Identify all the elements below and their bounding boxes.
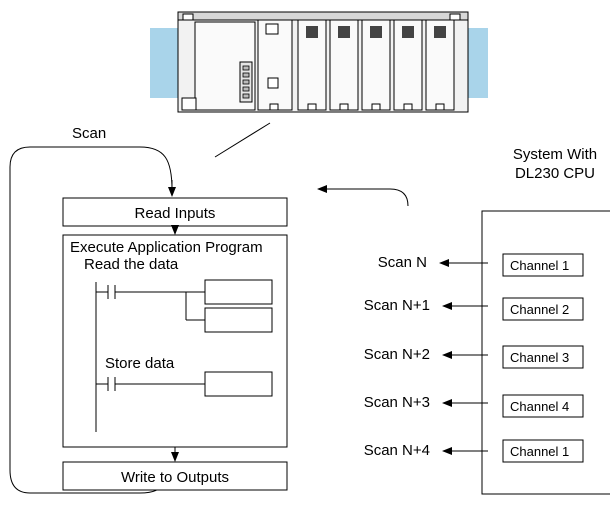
execute-program-title: Execute Application Program	[70, 239, 263, 256]
read-inputs-box	[62, 197, 288, 227]
write-outputs-label: Write to Outputs	[121, 469, 229, 486]
plc-rack-image	[150, 11, 488, 113]
scan-row-2: Scan N+1 Channel 2	[364, 297, 584, 321]
scan-label-3: Scan N+2	[364, 346, 430, 363]
read-inputs-label: Read Inputs	[135, 205, 216, 222]
store-data-label: Store data	[105, 355, 175, 372]
system-label-line1: System With	[513, 146, 597, 163]
channel-label-2: Channel 2	[510, 302, 569, 317]
scan-row-4: Scan N+3 Channel 4	[364, 394, 584, 418]
scan-label-2: Scan N+1	[364, 297, 430, 314]
channel-label-4: Channel 4	[510, 399, 569, 414]
channel-label-3: Channel 3	[510, 350, 569, 365]
write-outputs-box	[62, 461, 288, 491]
scan-row-1: Scan N Channel 1	[378, 253, 584, 277]
ladder-diagram	[95, 279, 273, 432]
return-arrow	[317, 185, 409, 207]
scan-row-3: Scan N+2 Channel 3	[364, 345, 584, 369]
channel-label-1: Channel 1	[510, 258, 569, 273]
channel-label-5: Channel 1	[510, 444, 569, 459]
pointer-line	[214, 122, 271, 158]
scan-row-5: Scan N+4 Channel 1	[364, 439, 584, 463]
scan-label-4: Scan N+3	[364, 394, 430, 411]
scan-label-1: Scan N	[378, 254, 427, 271]
system-label-line2: DL230 CPU	[515, 165, 595, 182]
scan-loop-line	[9, 146, 173, 494]
scan-label-5: Scan N+4	[364, 442, 430, 459]
scan-label: Scan	[72, 125, 106, 142]
read-data-label: Read the data	[84, 256, 179, 273]
execute-program-box	[62, 234, 288, 448]
